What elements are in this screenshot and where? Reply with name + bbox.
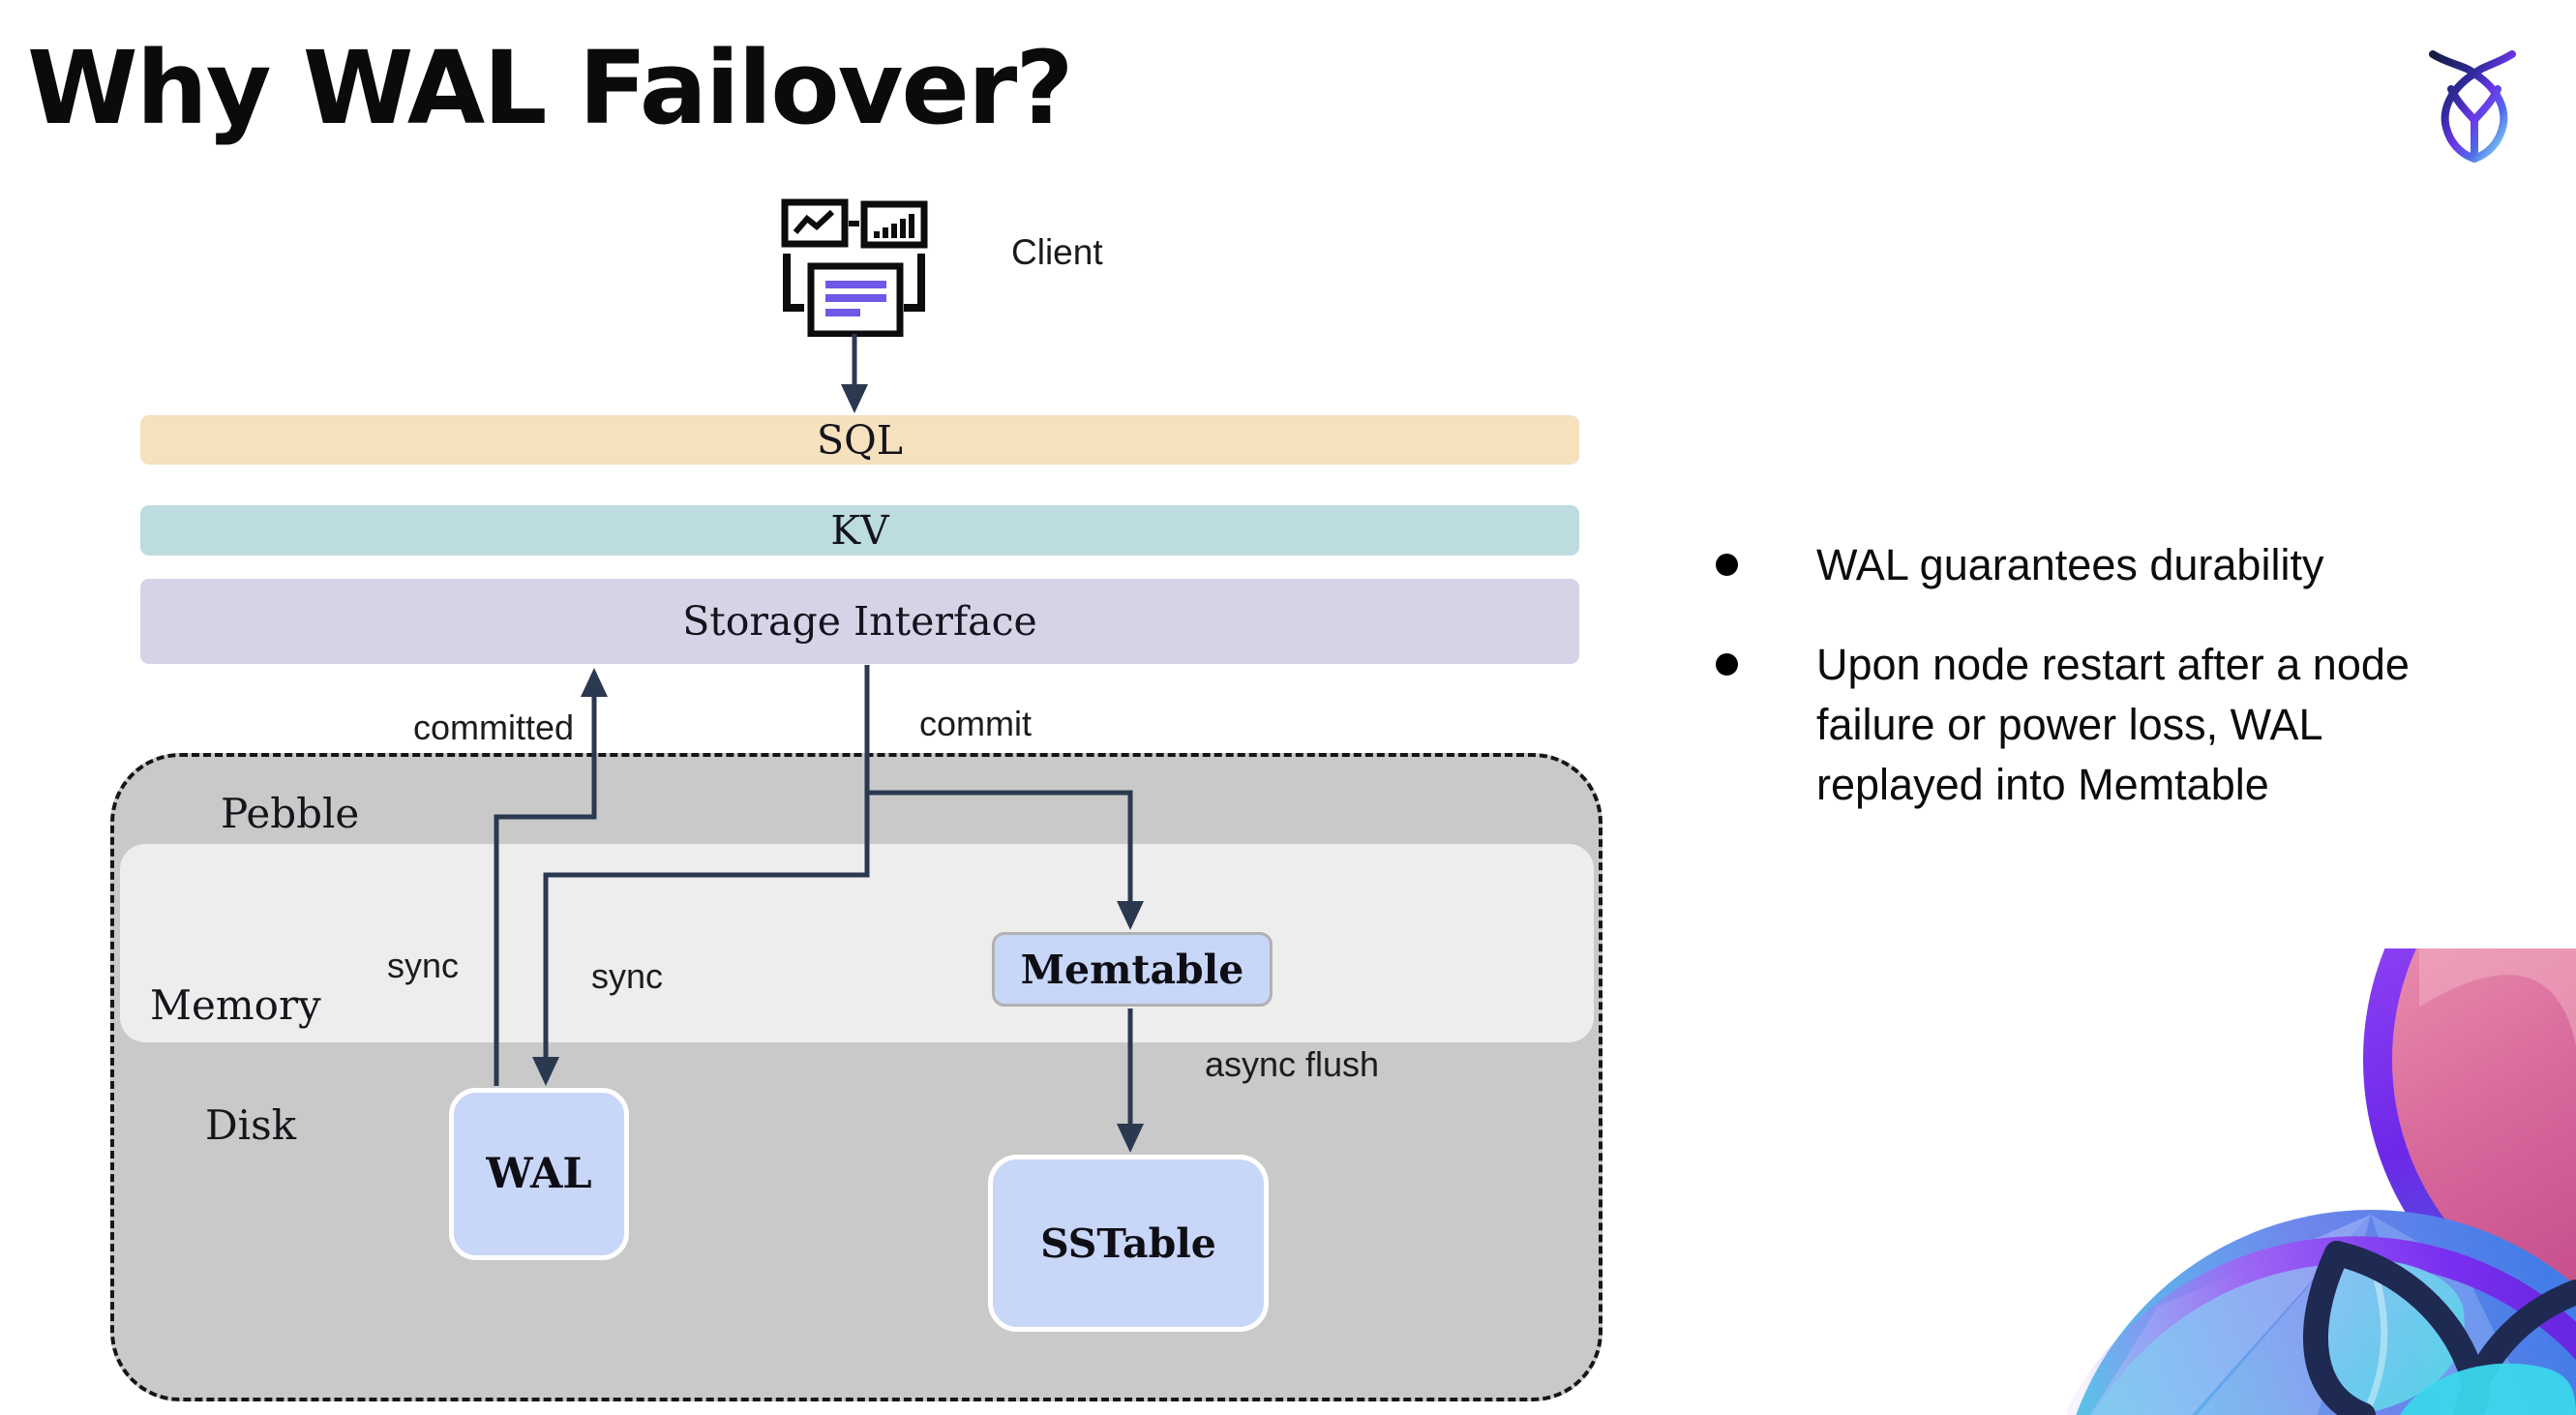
- edge-label-async-flush: async flush: [1204, 1044, 1380, 1084]
- client-label: Client: [1011, 232, 1103, 272]
- bullet-dot-icon: [1716, 554, 1738, 576]
- bullet-list: WAL guarantees durability Upon node rest…: [1716, 535, 2567, 815]
- wal-node-label: WAL: [486, 1150, 592, 1198]
- page-title: Why WAL Failover?: [27, 29, 1074, 147]
- layer-bar-kv: KV: [140, 505, 1579, 556]
- client-chart-monitor-icon: [781, 198, 849, 248]
- sql-layer-label: SQL: [817, 416, 903, 464]
- disk-label: Disk: [205, 1101, 297, 1149]
- client-barchart-monitor-icon: [860, 200, 928, 249]
- bullet-text: Upon node restart after a node failure o…: [1816, 640, 2410, 809]
- edge-label-committed: committed: [412, 708, 575, 747]
- storage-interface-layer-label: Storage Interface: [682, 598, 1037, 645]
- client-devices-icon: [781, 198, 928, 337]
- bullet-text: WAL guarantees durability: [1816, 540, 2324, 589]
- client-document-icon: [783, 254, 925, 337]
- sstable-node-label: SSTable: [1040, 1219, 1216, 1267]
- layer-bar-sql: SQL: [140, 415, 1579, 465]
- cockroachdb-logo-icon: [2429, 50, 2516, 163]
- edge-label-sync-down: sync: [590, 956, 664, 996]
- layer-bar-storage-interface: Storage Interface: [140, 579, 1579, 664]
- edge-label-commit: commit: [919, 704, 1032, 743]
- bullet-dot-icon: [1716, 653, 1738, 676]
- pebble-label: Pebble: [221, 790, 360, 837]
- memory-label: Memory: [150, 981, 321, 1029]
- sstable-node: SSTable: [988, 1155, 1269, 1332]
- memtable-node-label: Memtable: [1020, 946, 1244, 993]
- decorative-nebula-art: [2067, 948, 2576, 1415]
- kv-layer-label: KV: [830, 507, 889, 554]
- arrowhead-into-storage: [581, 668, 608, 697]
- memory-band: [120, 844, 1594, 1042]
- memtable-node: Memtable: [992, 932, 1273, 1007]
- bullet-item: WAL guarantees durability: [1716, 535, 2567, 595]
- arrowhead-into-sql: [841, 384, 868, 413]
- dash-connector-icon: [849, 221, 859, 226]
- bullet-item: Upon node restart after a node failure o…: [1716, 635, 2567, 815]
- wal-node: WAL: [449, 1088, 629, 1260]
- edge-label-sync-up: sync: [386, 946, 460, 985]
